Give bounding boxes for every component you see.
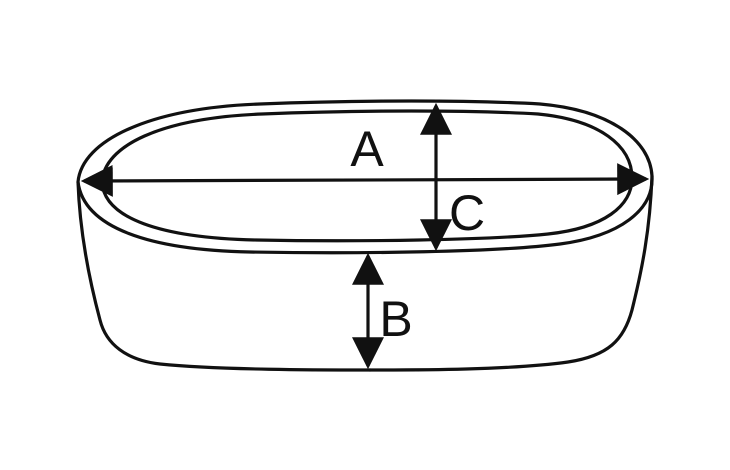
tub-right-wall [368,174,654,372]
dimension-b-label: B [379,291,412,347]
tub-left-wall [76,180,372,372]
dimension-a-label: A [350,121,384,177]
dimension-a-arrow [80,163,650,197]
dimension-c-label: C [449,185,485,241]
